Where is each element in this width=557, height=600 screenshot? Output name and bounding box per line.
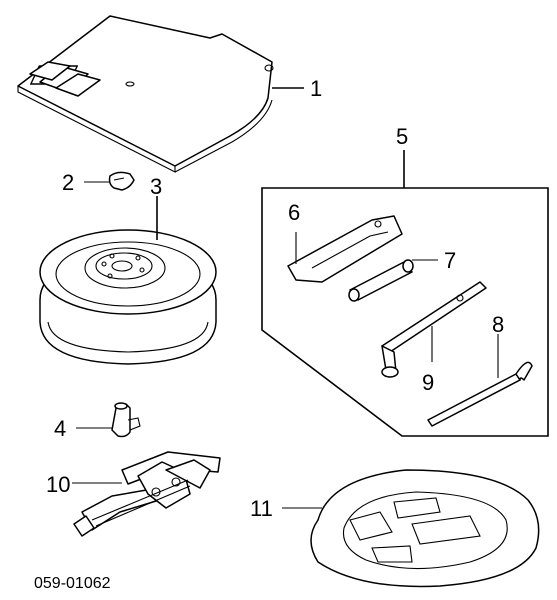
tool-bag-part [287, 215, 403, 283]
callout-11: 11 [250, 496, 273, 521]
callout-4: 4 [54, 416, 66, 441]
callout-5: 5 [396, 124, 408, 149]
callout-7: 7 [444, 248, 456, 273]
small-bolt-part [76, 402, 141, 438]
callout-3: 3 [150, 174, 162, 199]
jack-handle-part [427, 334, 533, 427]
figure-code: 059-01062 [34, 575, 111, 592]
callout-10: 10 [46, 472, 70, 497]
callout-6: 6 [288, 200, 300, 225]
tire-tray-part [282, 469, 540, 588]
callout-8: 8 [492, 312, 504, 337]
floor-cover-part [17, 15, 274, 173]
lug-wrench-part [381, 281, 487, 378]
callout-9: 9 [422, 370, 434, 395]
scissor-jack-part [72, 451, 221, 537]
tool-kit-box [261, 150, 549, 437]
extension-bar-part [348, 259, 438, 302]
callout-2: 2 [62, 170, 74, 195]
callout-1: 1 [310, 76, 322, 101]
wing-bolt-part [84, 171, 135, 191]
leader-lines [156, 87, 304, 240]
spare-wheel-part [39, 229, 217, 365]
